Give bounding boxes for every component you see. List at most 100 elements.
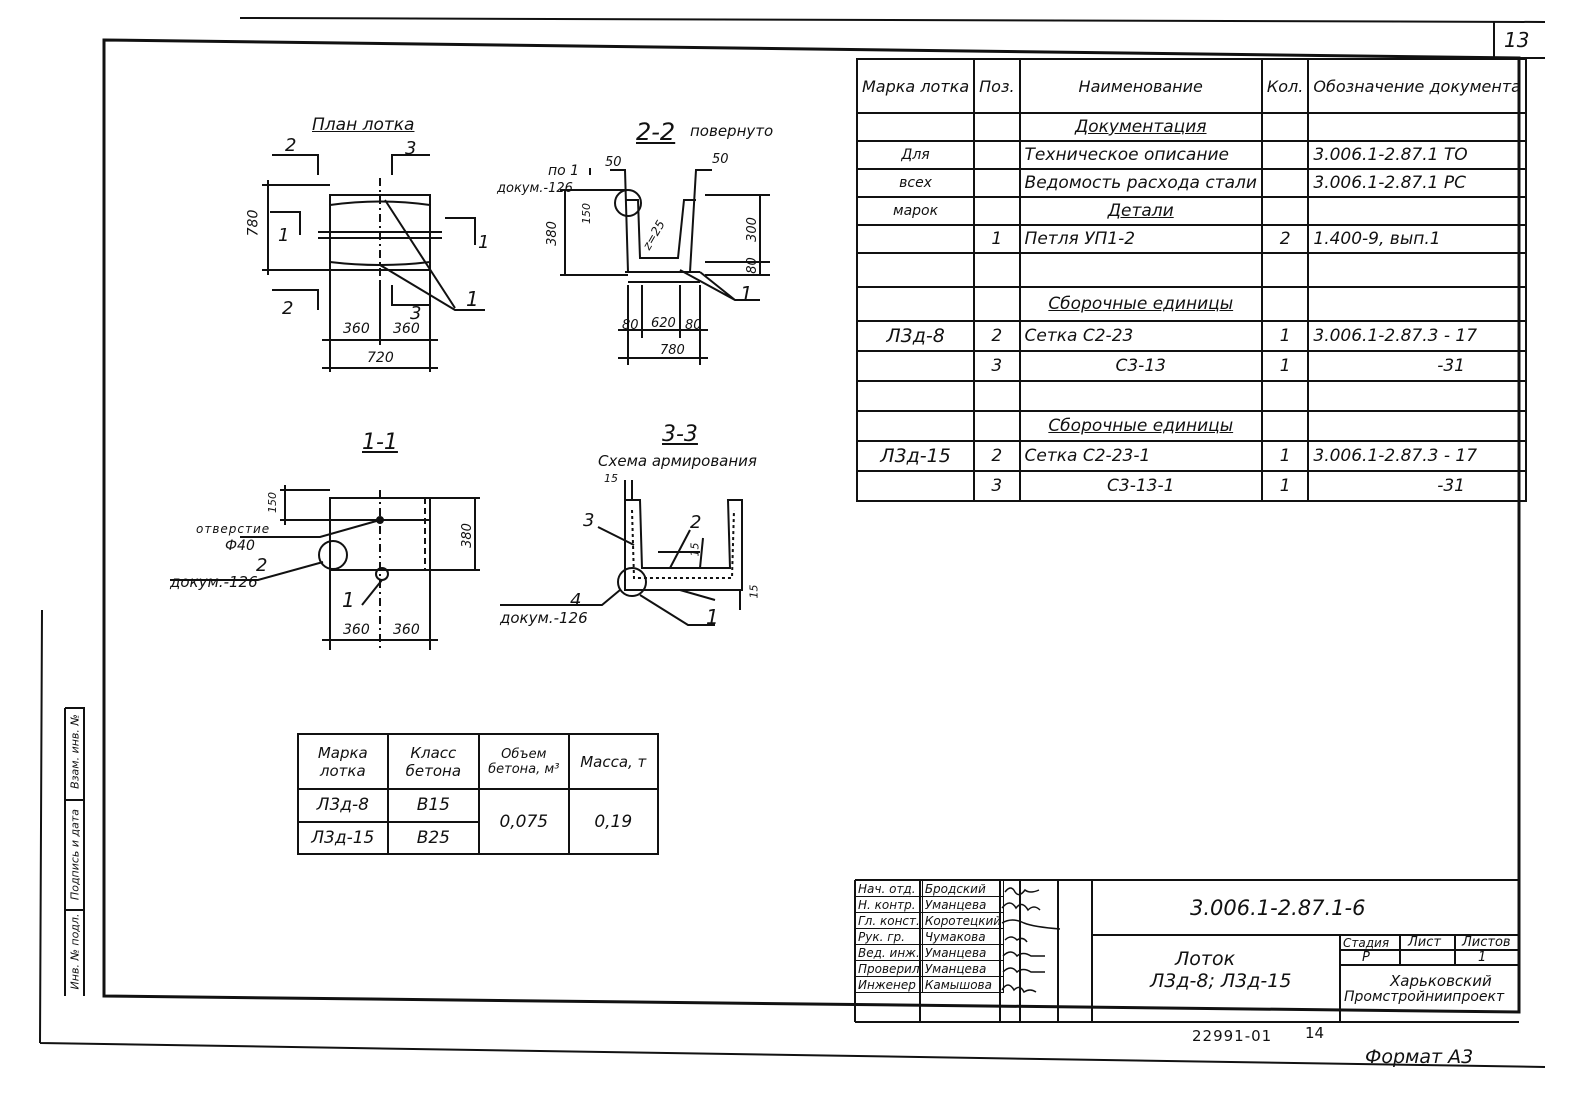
section-2-2-lines — [560, 168, 770, 365]
document-code: 3.006.1-2.87.1-6 — [1190, 896, 1366, 920]
side-stamp-frame — [64, 707, 85, 996]
frame — [102, 38, 1521, 1014]
section-3-3-pos-4: 4 — [570, 590, 582, 611]
dim-360-right: 360 — [393, 622, 420, 638]
table-row — [855, 380, 1527, 412]
stage-header: Стадия — [1343, 936, 1390, 950]
section-1-1-doc-ref: докум.-126 — [170, 573, 258, 591]
table-row — [855, 252, 1527, 288]
table-row: Л3д-8 В15 0,075 0,19 — [297, 788, 660, 855]
plan-cut-1-left: 1 — [278, 225, 290, 246]
section-3-3-lines — [500, 480, 743, 626]
spec-header-doc: Обозначение документа — [1307, 58, 1527, 114]
table-row: Н. контр.Уманцева — [855, 896, 1005, 913]
table-row: Гл. конст.Коротецкий — [855, 912, 1005, 929]
section-1-1-title: 1-1 — [362, 430, 398, 455]
format-label: Формат А3 — [1365, 1046, 1474, 1068]
sheets-header: Листов — [1462, 935, 1511, 950]
spec-header-mark: Марка лотка — [855, 58, 976, 114]
concrete-volume: 0,075 — [478, 788, 570, 855]
signature — [1002, 951, 1045, 958]
sheet-header: Лист — [1408, 935, 1441, 950]
product-name: Лоток — [1175, 948, 1236, 970]
inventory-number: 22991-01 — [1192, 1027, 1273, 1045]
sheet-number: 13 — [1504, 28, 1530, 52]
table-row: Сборочные единицы — [855, 286, 1527, 322]
dim-360-left: 360 — [343, 622, 370, 638]
table-row: Нач. отд.Бродский — [855, 880, 1005, 897]
section-1-1-pos-2: 2 — [256, 555, 268, 576]
signature — [1004, 936, 1028, 943]
sheet-edge — [39, 17, 1546, 1068]
dim-50-right: 50 — [712, 152, 729, 167]
plan-cut-3-bottom: 3 — [410, 303, 422, 324]
section-2-2-pos-1: 1 — [740, 282, 753, 306]
section-2-2-subtitle: повернуто — [690, 122, 774, 140]
plan-cut-3-top: 3 — [405, 138, 417, 159]
section-2-2-ref-doc: докум.-126 — [497, 181, 573, 196]
section-1-1-lines — [170, 485, 480, 650]
section-3-3-subtitle: Схема армирования — [598, 452, 757, 470]
organization-line1: Харьковский — [1390, 972, 1492, 990]
section-2-2-ref: по 1 — [548, 163, 580, 179]
section-3-3-pos-1: 1 — [706, 605, 719, 629]
plan-dim-right: 360 — [393, 321, 420, 337]
dim-80-bottom-left: 80 — [622, 318, 639, 333]
dim-620: 620 — [651, 316, 676, 331]
table-row: марок Детали — [855, 196, 1527, 226]
char-header-class: Класс бетона — [386, 733, 481, 790]
char-header-mass: Масса, т — [567, 733, 660, 790]
char-header-mark: Марка лотка — [297, 733, 389, 790]
table-row: Документация — [855, 112, 1527, 142]
table-row: Сборочные единицы — [855, 410, 1527, 442]
plan-dim-total: 720 — [367, 350, 394, 366]
signature — [1004, 887, 1040, 896]
table-row: Вед. инж.Уманцева — [855, 944, 1005, 961]
sheet-value: 1 — [1478, 950, 1487, 965]
dim-80-bottom-right: 80 — [685, 318, 702, 333]
signature — [1001, 902, 1041, 912]
dim-15-top: 15 — [604, 472, 618, 485]
section-3-3-title: 3-3 — [662, 422, 698, 447]
mass: 0,19 — [567, 788, 660, 855]
plan-title: План лотка — [312, 115, 415, 135]
page-number: 14 — [1305, 1024, 1325, 1042]
organization-line2: Промстройниипроект — [1344, 989, 1505, 1005]
plan-pos-1: 1 — [466, 287, 479, 311]
stage-value: Р — [1362, 950, 1370, 965]
spec-header-pos: Поз. — [973, 58, 1021, 114]
table-row: Рук. гр.Чумакова — [855, 928, 1005, 945]
characteristics-table: Марка лотка Класс бетона Объем бетона, м… — [297, 733, 660, 855]
plan-lines — [262, 154, 485, 372]
section-2-2-title: 2-2 — [636, 118, 676, 146]
hole-diameter: Ф40 — [225, 538, 255, 554]
signature — [1001, 919, 1061, 930]
section-3-3-doc-ref: докум.-126 — [500, 609, 588, 627]
table-row: Л3д-15 В25 — [297, 820, 658, 855]
signers-table: Нач. отд.Бродский Н. контр.Уманцева Гл. … — [855, 880, 1005, 993]
specification-table: Марка лотка Поз. Наименование Кол. Обозн… — [855, 58, 1527, 502]
signature — [1001, 984, 1037, 994]
plan-dim-left: 360 — [343, 321, 370, 337]
signature — [1002, 967, 1045, 974]
char-header-volume: Объем бетона, м³ — [478, 733, 570, 790]
plan-cut-2-top: 2 — [285, 135, 297, 156]
dim-50-left: 50 — [605, 155, 622, 170]
spec-header-qty: Кол. — [1260, 58, 1310, 114]
product-marks: Л3д-8; Л3д-15 — [1150, 970, 1292, 992]
dim-780: 780 — [660, 343, 685, 358]
plan-cut-1-right: 1 — [478, 232, 490, 253]
section-1-1-pos-1: 1 — [342, 588, 355, 612]
sheet-number-box — [1493, 22, 1545, 59]
hole-label: отверстие — [196, 522, 271, 536]
